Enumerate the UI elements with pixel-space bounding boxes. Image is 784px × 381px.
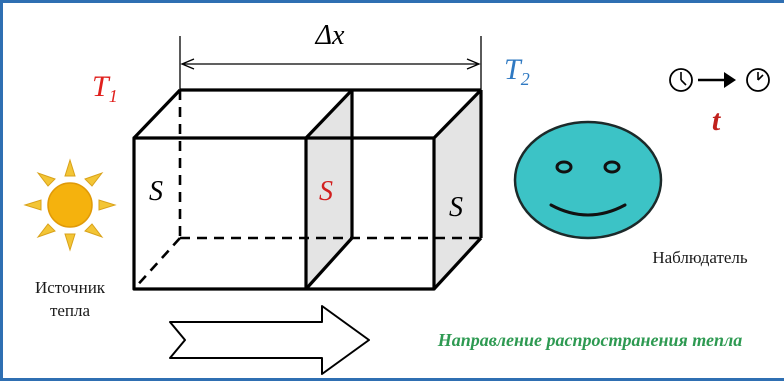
delta-x-label: Δx (315, 20, 345, 51)
source-label-line1: Источник (35, 278, 106, 297)
sun-icon (23, 158, 117, 252)
hollow-arrow-icon (169, 305, 370, 375)
t2-label: T2 (504, 53, 530, 89)
smiley-face-icon (513, 120, 663, 240)
time-label: t (712, 104, 722, 137)
observer-label: Наблюдатель (652, 248, 748, 267)
prism-edges (132, 88, 483, 291)
s-label-right: S (449, 192, 463, 223)
s-label-left: S (149, 176, 163, 207)
direction-label: Направление распространения тепла (437, 330, 743, 350)
clock-icon (746, 68, 770, 92)
source-label-line2: тепла (50, 301, 91, 320)
right-face-shading (434, 90, 481, 289)
arrow-right-icon (698, 72, 736, 88)
clock-icon (669, 68, 693, 92)
hidden-edges (133, 90, 481, 290)
t1-label: T1 (92, 70, 118, 106)
s-label-middle: S (319, 176, 333, 207)
